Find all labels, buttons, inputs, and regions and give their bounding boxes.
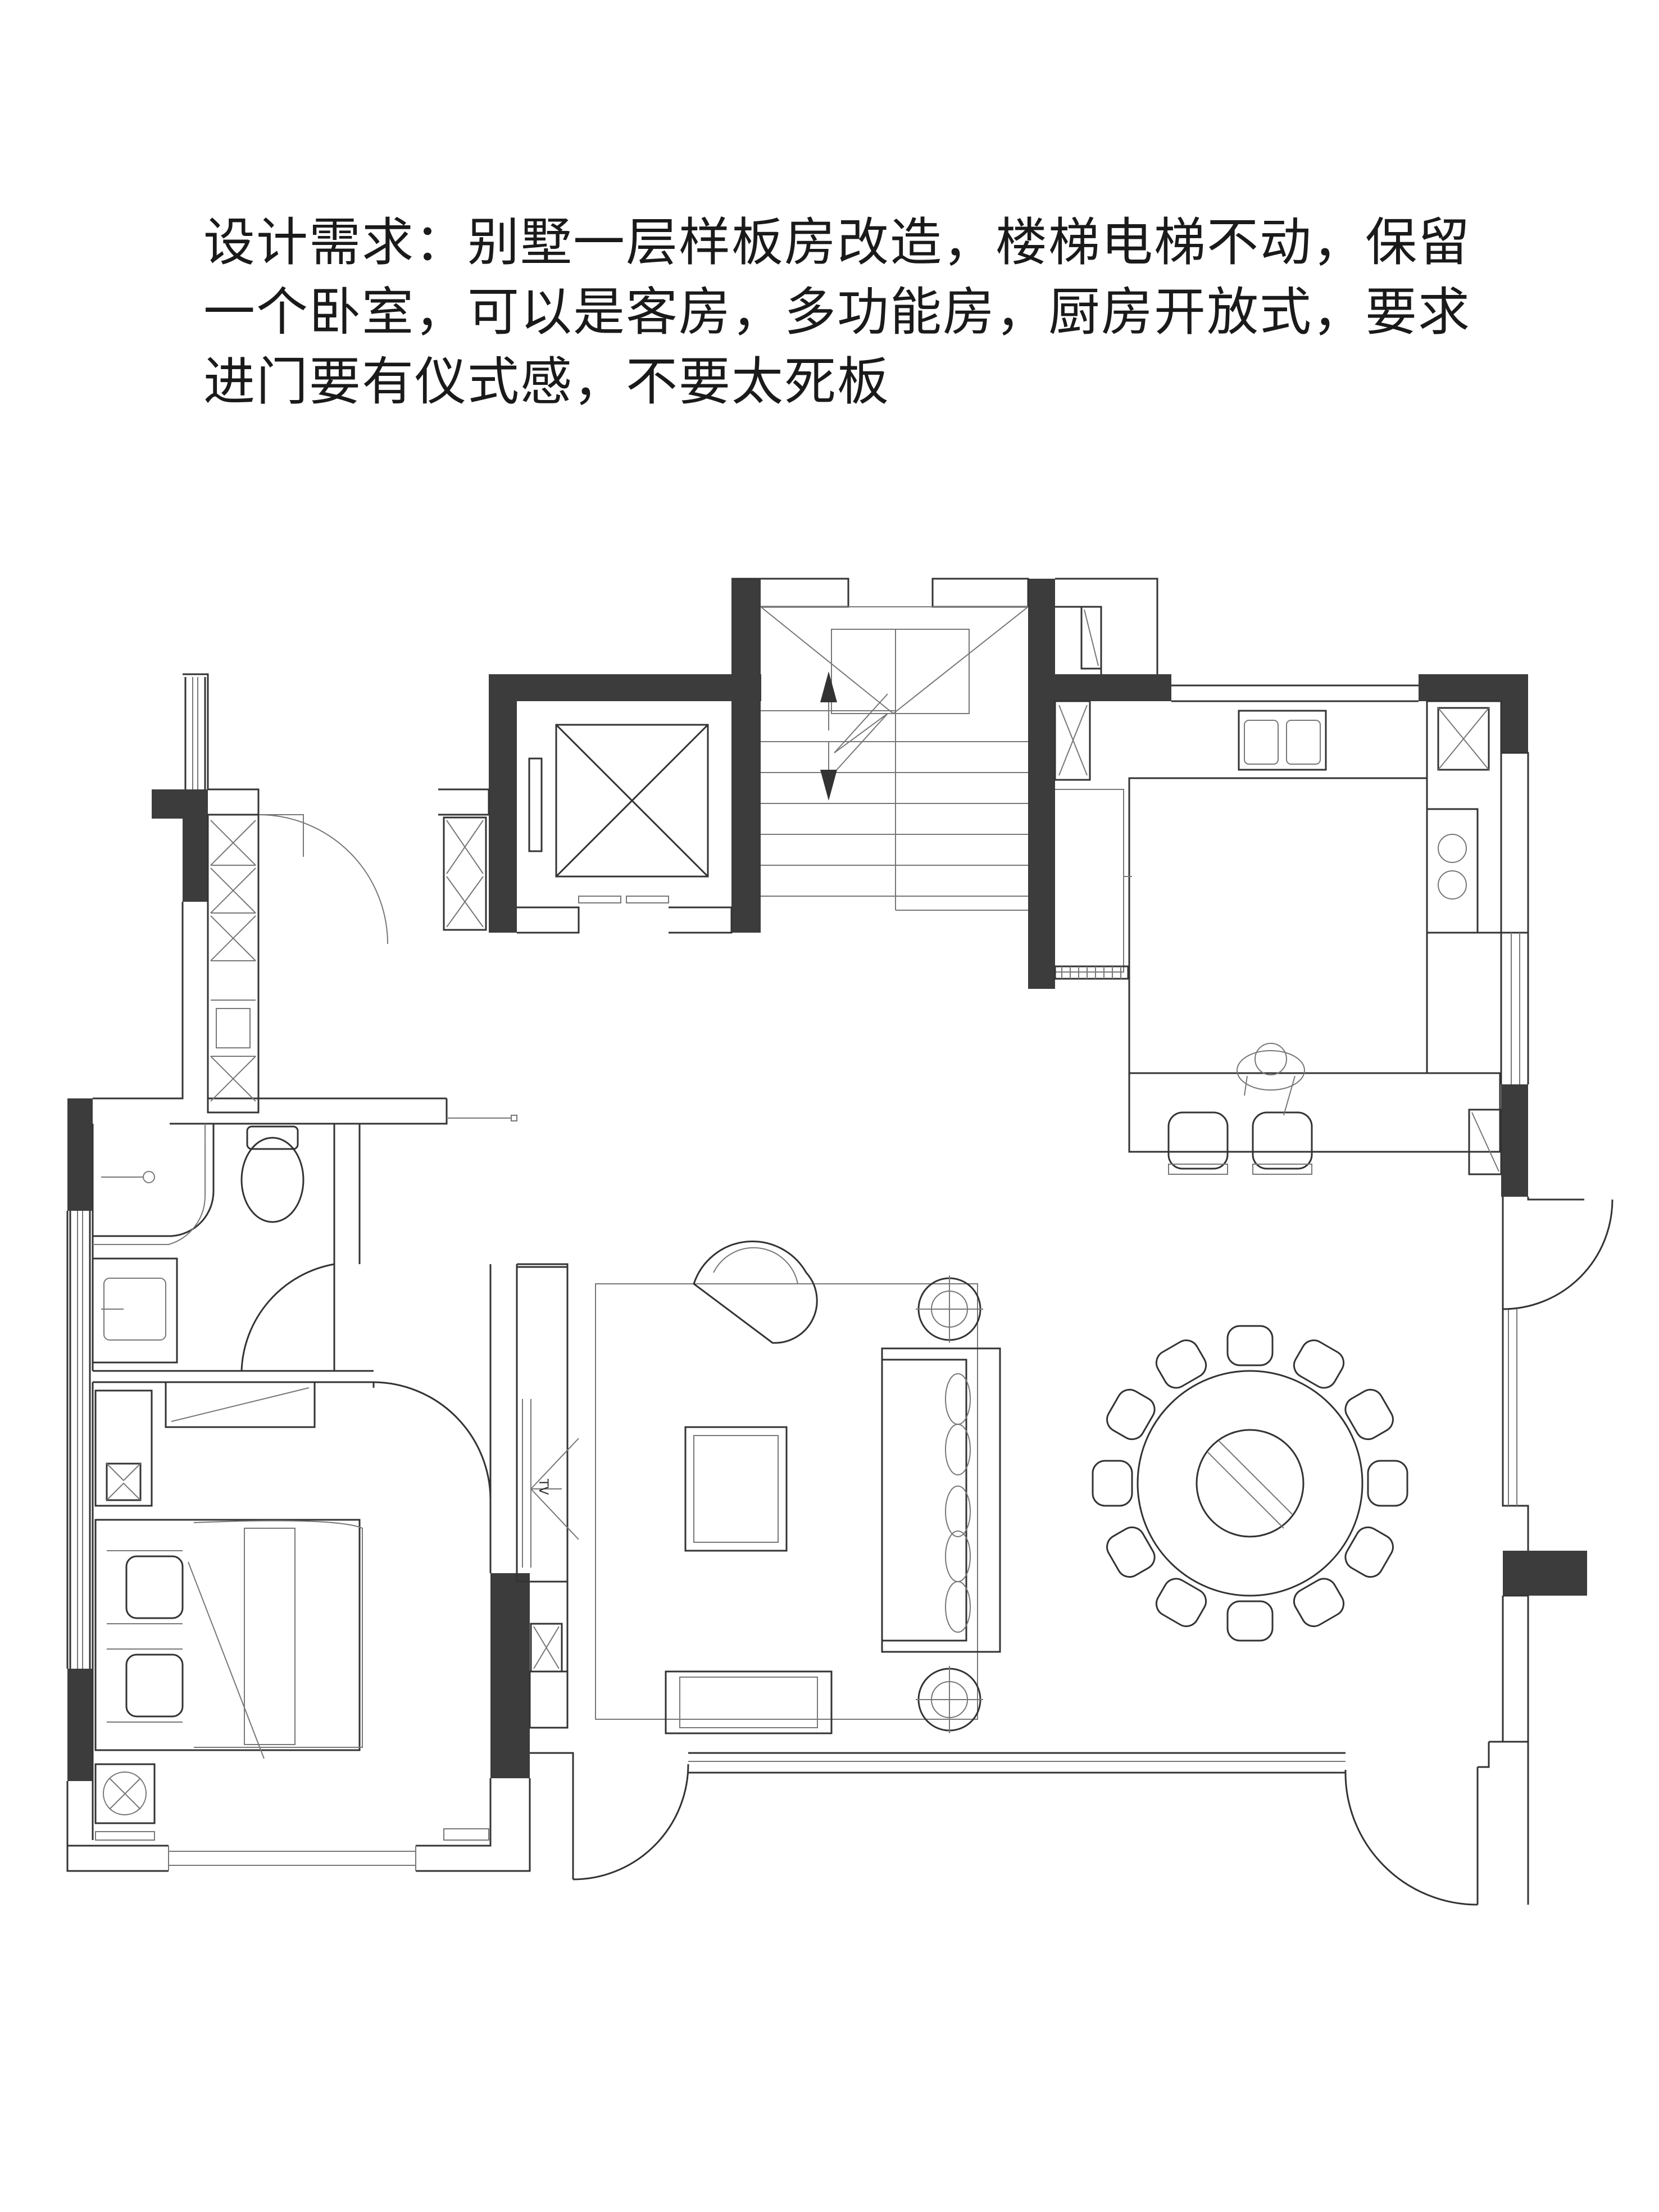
bedroom	[94, 1381, 489, 1841]
windows	[69, 677, 206, 1669]
requirement-line-1: 设计需求：别墅一层样板房改造，楼梯电梯不动，保留	[203, 212, 1471, 272]
requirement-line-2: 一个卧室，可以是客房，多功能房，厨房开放式，要求	[203, 282, 1471, 342]
tv-label: TV	[536, 1478, 550, 1495]
entry-cabinets	[207, 814, 487, 1114]
corridor-partition	[446, 1098, 517, 1124]
solid-walls	[67, 579, 1587, 1781]
dining-table	[1092, 1325, 1408, 1642]
living-room	[595, 1241, 1001, 1734]
bathroom	[92, 1124, 304, 1364]
kitchen	[1054, 607, 1502, 1175]
requirement-line-3: 进门要有仪式感，不要太死板	[203, 352, 890, 412]
staircase	[760, 606, 1029, 911]
elevator	[528, 724, 709, 903]
tv-unit: TV	[516, 1266, 579, 1729]
design-requirements: 设计需求：别墅一层样板房改造，楼梯电梯不动，保留 一个卧室，可以是客房，多功能房…	[203, 208, 1496, 417]
